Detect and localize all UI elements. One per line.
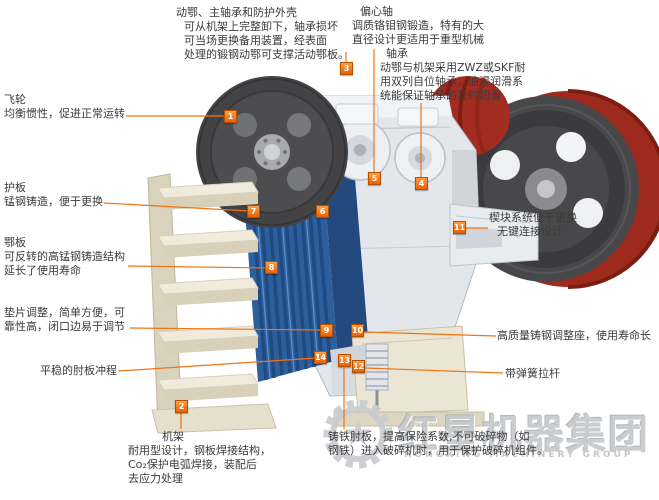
marker-12: 12 <box>352 360 365 373</box>
watermark: 红星机器集团 HONGXING MACHINERY GROUP <box>318 392 659 478</box>
callout-line: 调质铬钼钢锻造，特有的大 <box>352 19 484 32</box>
support-stand <box>147 173 259 429</box>
callout-eccentric-shaft: 偏心轴 调质铬钼钢锻造，特有的大 直径设计更适用于重型机械 <box>352 5 484 47</box>
marker-7: 7 <box>247 205 260 218</box>
callout-line: 动鄂与机架采用ZWZ或SKF耐 <box>380 61 526 74</box>
callout-title: 机架 <box>162 430 184 443</box>
callout-title: 偏心轴 <box>360 5 393 18</box>
callout-line: 楔块系统便于更换 <box>489 211 577 224</box>
callout-line: 钢铁）进入破碎机时，用于保护破碎机组件。 <box>328 444 548 457</box>
marker-1: 1 <box>224 110 237 123</box>
callout-jaw-plate: 鄂板 可反转的高锰钢铸造结构 延长了使用寿命 <box>4 236 125 278</box>
callout-line: 无键连接设计 <box>497 225 563 238</box>
leader-line-jaw-plate <box>127 265 268 269</box>
marker-8: 8 <box>265 261 278 274</box>
leader-line-adjust-seat <box>363 331 497 337</box>
hongxing-gear-logo-icon <box>323 399 393 469</box>
callout-title: 轴承 <box>386 47 408 60</box>
callout-title: 动鄂、主轴承和防护外壳 <box>176 6 297 19</box>
callout-wedge-system: 楔块系统便于更换 无键连接设计 <box>489 211 577 239</box>
callout-bearing: 轴承 动鄂与机架采用ZWZ或SKF耐 用双列自位轴承；油浸润滑系 统能保证轴承的… <box>380 47 525 103</box>
marker-4: 4 <box>415 177 428 190</box>
callout-adjust-seat: 高质量铸钢调整座，使用寿命长 <box>497 329 651 343</box>
callout-line: 耐用型设计，钢板焊接结构， <box>128 444 271 457</box>
callout-spring-rod: 带弹簧拉杆 <box>505 367 560 381</box>
callout-frame: 机架 耐用型设计，钢板焊接结构， Co₂保护电弧焊接，装配后 去应力处理 <box>128 430 271 486</box>
callout-line: 可从机架上完整卸下，轴承损坏 <box>184 20 338 33</box>
marker-5: 5 <box>368 172 381 185</box>
watermark-brand-en: HONGXING MACHINERY GROUP <box>404 450 634 460</box>
marker-13: 13 <box>338 354 351 367</box>
callout-guard-plate: 护板 锰钢铸造，便于更换 <box>4 181 103 209</box>
callout-line: 铸铁肘板，提高保险系数,不可破碎物（如 <box>328 430 530 443</box>
callout-line: 垫片调整，简单方便，可 <box>4 306 125 319</box>
marker-14: 14 <box>314 351 327 364</box>
marker-3: 3 <box>340 62 353 75</box>
callout-shim-adjustment: 垫片调整，简单方便，可 靠性高，闭口边易于调节 <box>4 306 125 334</box>
callout-title: 鄂板 <box>4 236 26 249</box>
adjustment-seat <box>449 203 539 267</box>
callout-toggle-plate: 铸铁肘板，提高保险系数,不可破碎物（如 钢铁）进入破碎机时，用于保护破碎机组件。 <box>328 430 548 458</box>
callout-title: 护板 <box>4 181 26 194</box>
callout-movable-jaw: 动鄂、主轴承和防护外壳 可从机架上完整卸下，轴承损坏 可当场更换备用装置，经表面… <box>176 6 349 62</box>
callout-line: 靠性高，闭口边易于调节 <box>4 320 125 333</box>
callout-line: 延长了使用寿命 <box>4 264 81 277</box>
callout-flywheel: 飞轮 均衡惯性，促进正常运转 <box>4 93 125 121</box>
callout-line: 平稳的肘板冲程 <box>40 364 117 377</box>
callout-line: 直径设计更适用于重型机械 <box>352 33 484 46</box>
marker-2: 2 <box>175 400 188 413</box>
leader-line-spring-rod <box>364 367 504 374</box>
marker-9: 9 <box>320 324 333 337</box>
leader-line-shim <box>129 327 323 331</box>
callout-line: 带弹簧拉杆 <box>505 367 560 380</box>
watermark-brand-cn: 红星机器集团 <box>398 412 650 458</box>
callout-toggle-stroke: 平稳的肘板冲程 <box>40 364 117 378</box>
callout-line: Co₂保护电弧焊接，装配后 <box>128 458 257 471</box>
callout-line: 可当场更换备用装置，经表面 <box>184 34 327 47</box>
leader-line-guard-plate <box>103 202 250 212</box>
marker-6: 6 <box>316 205 329 218</box>
callout-title: 飞轮 <box>4 93 26 106</box>
callout-line: 均衡惯性，促进正常运转 <box>4 107 125 120</box>
marker-10: 10 <box>351 324 364 337</box>
callout-line: 去应力处理 <box>128 472 183 485</box>
callout-line: 统能保证轴承的及时润滑 <box>380 89 501 102</box>
marker-11: 11 <box>453 221 466 234</box>
callout-line: 锰钢铸造，便于更换 <box>4 195 103 208</box>
leader-line-toggle-stroke <box>118 357 317 372</box>
callout-line: 高质量铸钢调整座，使用寿命长 <box>497 329 651 342</box>
callout-line: 用双列自位轴承；油浸润滑系 <box>380 75 523 88</box>
callout-line: 可反转的高锰钢铸造结构 <box>4 250 125 263</box>
callout-line: 处理的锻钢动鄂可支撑活动鄂板。 <box>184 48 349 61</box>
